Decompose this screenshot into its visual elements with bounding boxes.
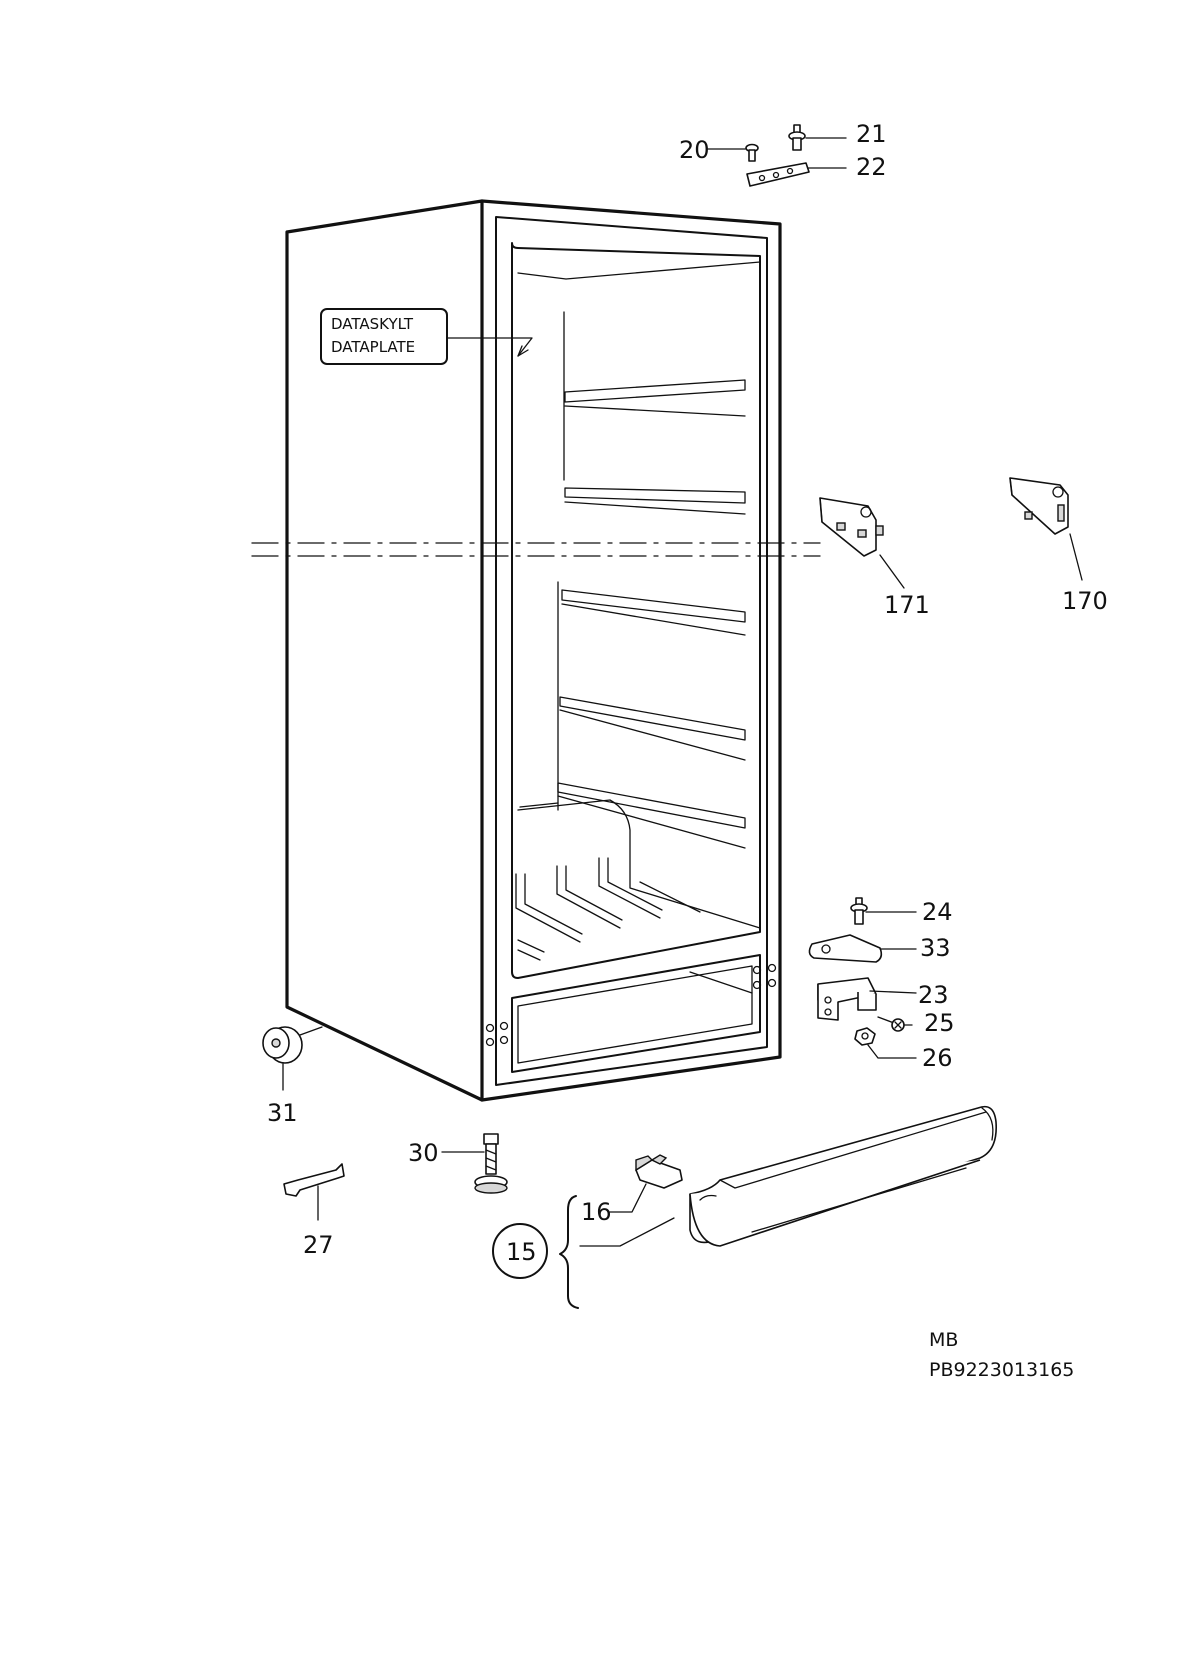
plate-label-line2: DATAPLATE [331, 338, 415, 356]
callout-31: 31 [267, 1099, 298, 1127]
callout-26: 26 [922, 1044, 953, 1072]
part-30-leveling-foot [441, 1133, 508, 1194]
callout-22: 22 [856, 153, 887, 181]
callout-30: 30 [408, 1139, 439, 1167]
part-27-spanner [283, 1163, 345, 1221]
part-170-bracket [1009, 477, 1083, 581]
group-brace-15 [492, 1195, 579, 1309]
data-plate: DATASKYLT DATAPLATE [320, 308, 533, 365]
drawing-number: PB9223013165 [929, 1359, 1074, 1381]
callout-25: 25 [924, 1009, 955, 1037]
part-16-clip [609, 1154, 683, 1213]
part-31-foot [262, 1026, 323, 1091]
drawing-code-mb: MB [929, 1329, 958, 1351]
part-171-bracket [819, 497, 905, 589]
part-20-screw [706, 143, 759, 162]
callout-23: 23 [918, 981, 949, 1009]
drawing-codes: MB PB9223013165 [929, 1329, 1074, 1381]
part-33-hinge-plate [808, 934, 917, 963]
break-line [251, 542, 821, 557]
part-15-handle [579, 1105, 997, 1247]
callout-24: 24 [922, 898, 953, 926]
part-26-nut [854, 1027, 917, 1059]
bottom-rails [515, 857, 701, 961]
part-25-screw [877, 1016, 913, 1032]
callout-15: 15 [506, 1238, 537, 1266]
cabinet [285, 199, 782, 1102]
shelf-rails [519, 379, 746, 849]
part-24-pin [850, 897, 917, 925]
callout-20: 20 [679, 136, 710, 164]
plate-label-line1: DATASKYLT [331, 315, 414, 333]
callout-170: 170 [1062, 587, 1108, 615]
callout-16: 16 [581, 1198, 612, 1226]
callout-171: 171 [884, 591, 930, 619]
callout-21: 21 [856, 120, 887, 148]
part-22-hinge-plate [746, 162, 847, 187]
part-23-hinge [817, 977, 917, 1021]
callout-labels: 20 21 22 171 170 24 33 23 25 26 31 30 27… [267, 120, 1108, 1266]
callout-33: 33 [920, 934, 951, 962]
callout-27: 27 [303, 1231, 334, 1259]
part-21-pin [788, 124, 847, 151]
